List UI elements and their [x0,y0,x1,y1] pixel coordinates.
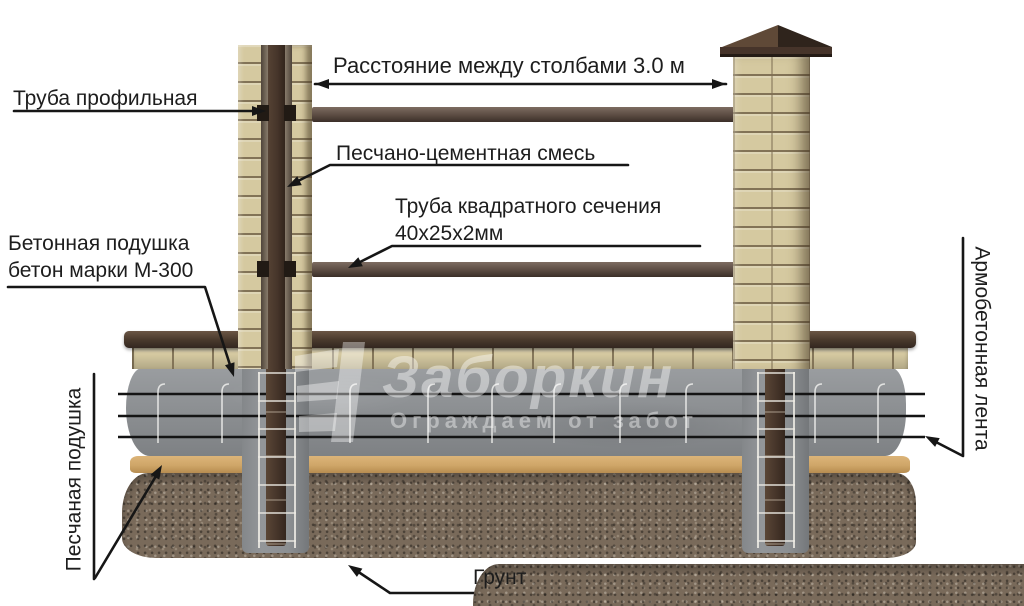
label-profile-pipe: Труба профильная [13,87,198,110]
sand-cement-fill [285,45,292,369]
label-sand-pad: Песчаная подушка [62,387,86,572]
rail-bracket [284,105,296,121]
label-concrete-pad: Бетонная подушка бетон марки М-300 [8,230,193,284]
pillar-brick-column [238,45,261,369]
left-brick-pillar-cutaway [238,45,312,369]
label-sand-cement-mix: Песчано-цементная смесь [336,142,596,165]
pillar-brick-column [292,45,312,369]
label-concrete-pad-line2: бетон марки М-300 [8,259,194,282]
sand-pad-layer [130,456,910,473]
wall-coping [124,331,916,348]
right-brick-pillar [733,57,810,369]
profile-pipe [268,45,285,369]
label-square-pipe: Труба квадратного сечения 40х25х2мм [395,193,661,247]
rail-bracket [257,261,269,277]
label-square-pipe-line2: 40х25х2мм [395,222,504,245]
label-post-distance: Расстояние между столбами 3.0 м [333,53,685,78]
plinth-brick-row [132,347,908,369]
top-rail-pipe [312,107,736,122]
rail-bracket [257,105,269,121]
left-rebar-cage [258,372,296,548]
right-rebar-cage [757,372,795,548]
label-reinforced-strip: Армобетонная лента [970,246,994,451]
bottom-rail-pipe [312,262,736,277]
label-concrete-pad-line1: Бетонная подушка [8,232,190,255]
pillar-cap [720,25,832,57]
label-soil: Грунт [473,564,1024,606]
rail-bracket [284,261,296,277]
sand-cement-fill [261,45,268,369]
label-square-pipe-line1: Труба квадратного сечения [395,195,662,218]
